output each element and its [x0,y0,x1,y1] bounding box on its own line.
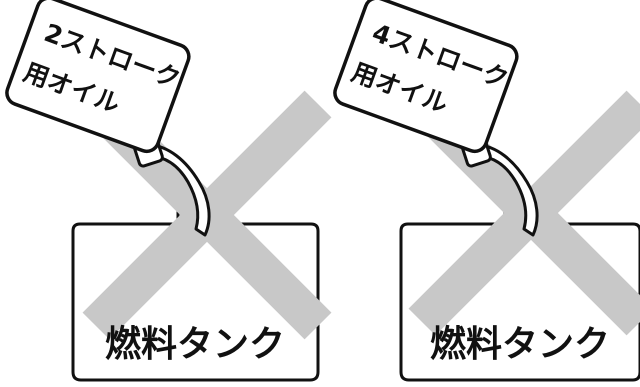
oil-can-left: 2ストローク 用オイル [5,0,191,154]
oil-can-right: 4ストローク 用オイル [333,0,519,154]
panel-right: 4ストローク 用オイル 燃料タンク [333,0,640,382]
tank-label-right: 燃料タンク [430,324,610,365]
tank-label-left: 燃料タンク [105,324,285,365]
panel-left: 2ストローク 用オイル 燃料タンク [5,0,332,382]
